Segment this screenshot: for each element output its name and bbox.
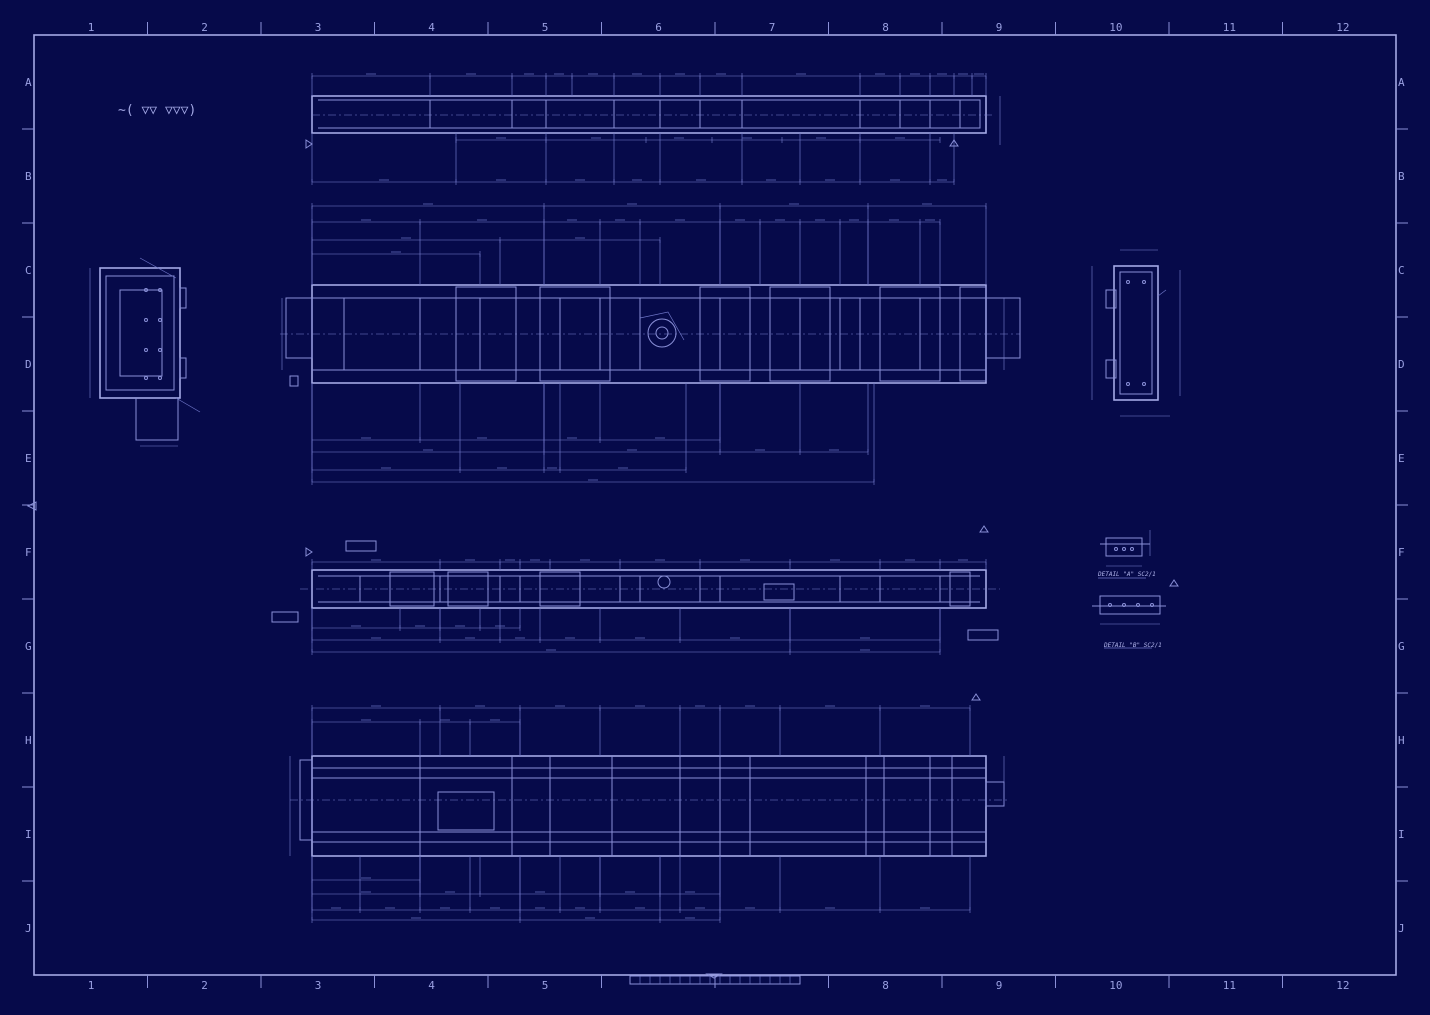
grid-row-label-left: D bbox=[25, 358, 32, 371]
grid-row-label-right: D bbox=[1398, 358, 1405, 371]
detail-b: DETAIL "B" SC2/1 bbox=[1092, 595, 1166, 649]
grid-column-label-bottom: 3 bbox=[315, 979, 322, 992]
side-view-beam bbox=[300, 559, 1000, 655]
grid-column-label-top: 11 bbox=[1223, 21, 1236, 34]
weld-symbol bbox=[305, 547, 313, 557]
grid-column-label-top: 12 bbox=[1336, 21, 1349, 34]
grid-column-label-top: 6 bbox=[655, 21, 662, 34]
detail-a-label: DETAIL "A" SC2/1 bbox=[1097, 571, 1156, 578]
tolerance-frame bbox=[967, 629, 999, 641]
grid-column-label-bottom: 10 bbox=[1109, 979, 1122, 992]
tolerance-frame bbox=[289, 375, 299, 387]
grid-row-label-left: A bbox=[25, 76, 32, 89]
drawing-frame bbox=[33, 34, 1397, 976]
plan-view-frame bbox=[280, 203, 1021, 485]
grid-column-label-top: 1 bbox=[88, 21, 95, 34]
grid-row-label-right: J bbox=[1398, 922, 1405, 935]
grid-row-label-right: E bbox=[1398, 452, 1405, 465]
bottom-plan-view bbox=[289, 705, 1010, 923]
left-end-section bbox=[89, 257, 201, 447]
grid-column-label-top: 3 bbox=[315, 21, 322, 34]
grid-column-label-bottom: 9 bbox=[996, 979, 1003, 992]
surface-roughness-symbol: ∼( ▽▽ ▽▽▽) bbox=[118, 103, 196, 118]
grid-column-label-top: 2 bbox=[201, 21, 208, 34]
grid-row-label-left: F bbox=[25, 546, 32, 559]
grid-column-label-top: 9 bbox=[996, 21, 1003, 34]
grid-row-label-right: H bbox=[1398, 734, 1405, 747]
grid-column-label-bottom: 11 bbox=[1223, 979, 1236, 992]
grid-column-label-top: 5 bbox=[542, 21, 549, 34]
grid-row-label-right: F bbox=[1398, 546, 1405, 559]
grid-column-label-bottom: 4 bbox=[428, 979, 435, 992]
right-end-section bbox=[1091, 249, 1181, 417]
grid-column-label-bottom: 5 bbox=[542, 979, 549, 992]
tolerance-frame bbox=[271, 611, 299, 623]
grid-row-label-left: B bbox=[25, 170, 32, 183]
grid-ticks bbox=[22, 22, 1408, 988]
grid-row-label-left: I bbox=[25, 828, 32, 841]
grid-column-label-top: 10 bbox=[1109, 21, 1122, 34]
grid-row-label-left: H bbox=[25, 734, 32, 747]
grid-column-label-bottom: 12 bbox=[1336, 979, 1349, 992]
grid-row-label-left: G bbox=[25, 640, 32, 653]
bottom-scale-bar bbox=[629, 975, 801, 985]
weld-symbol bbox=[1169, 579, 1179, 587]
centering-mark bbox=[26, 501, 37, 511]
grid-column-label-top: 4 bbox=[428, 21, 435, 34]
grid-row-label-right: B bbox=[1398, 170, 1405, 183]
grid-row-label-left: J bbox=[25, 922, 32, 935]
grid-column-label-bottom: 8 bbox=[882, 979, 889, 992]
weld-symbol bbox=[971, 693, 981, 701]
grid-row-label-right: C bbox=[1398, 264, 1405, 277]
grid-column-label-bottom: 2 bbox=[201, 979, 208, 992]
grid-column-label-top: 8 bbox=[882, 21, 889, 34]
grid-row-label-left: C bbox=[25, 264, 32, 277]
detail-b-label: DETAIL "B" SC2/1 bbox=[1103, 642, 1162, 649]
weld-symbol bbox=[979, 525, 989, 533]
grid-row-label-right: I bbox=[1398, 828, 1405, 841]
grid-column-label-top: 7 bbox=[769, 21, 776, 34]
grid-column-label-bottom: 1 bbox=[88, 979, 95, 992]
grid-row-label-right: G bbox=[1398, 640, 1405, 653]
detail-a: DETAIL "A" SC2/1 bbox=[1097, 530, 1156, 579]
grid-row-label-left: E bbox=[25, 452, 32, 465]
weld-symbol bbox=[949, 139, 959, 147]
grid-row-label-right: A bbox=[1398, 76, 1405, 89]
tolerance-frame bbox=[345, 540, 377, 552]
weld-symbol bbox=[305, 139, 313, 149]
top-view-beam bbox=[311, 73, 1001, 185]
